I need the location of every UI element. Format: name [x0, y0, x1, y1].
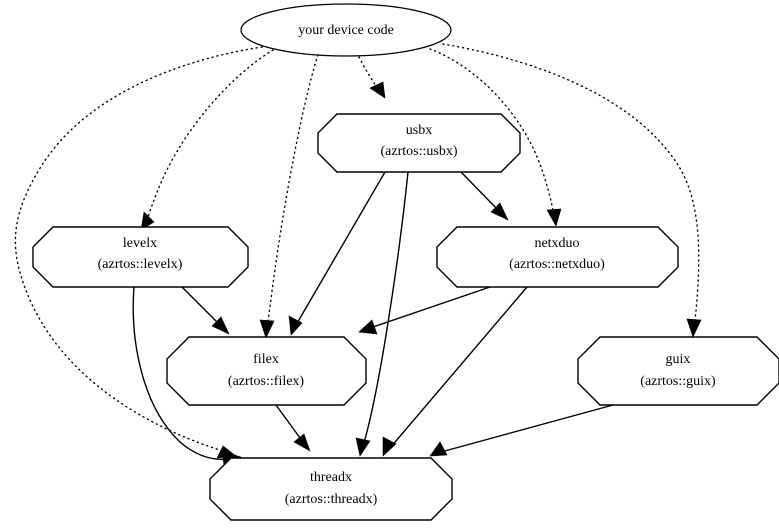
node-label-root-line1: your device code: [298, 23, 394, 38]
edge-netxduo-to-filex: [358, 286, 491, 335]
node-label-filex-line1: filex: [253, 352, 279, 367]
node-label-usbx-line1: usbx: [406, 123, 432, 138]
node-label-threadx-line2: (azrtos::threadx): [285, 492, 378, 507]
edge-usbx-to-filex: [288, 171, 386, 336]
edge-guix-to-threadx: [429, 404, 614, 457]
edge-root-to-guix: [442, 43, 702, 338]
node-guix[interactable]: guix (azrtos::guix): [577, 336, 779, 406]
edge-root-to-usbx: [358, 56, 386, 99]
node-levelx[interactable]: levelx (azrtos::levelx): [32, 226, 249, 288]
node-shape-octagon: [209, 457, 453, 521]
node-label-filex-line2: (azrtos::filex): [228, 374, 305, 389]
edge-levelx-to-filex: [181, 286, 230, 335]
nodes-layer: your device code usbx (azrtos::usbx) lev…: [32, 3, 779, 521]
node-label-usbx-line2: (azrtos::usbx): [381, 144, 458, 159]
node-shape-octagon: [317, 113, 521, 173]
node-label-guix-line2: (azrtos::guix): [640, 374, 716, 389]
node-label-levelx-line1: levelx: [123, 236, 157, 251]
node-label-netxduo-line2: (azrtos::netxduo): [509, 257, 605, 272]
edges-layer: [14, 43, 702, 466]
edge-root-to-filex: [259, 54, 319, 339]
node-label-threadx-line1: threadx: [310, 470, 352, 485]
edge-root-to-levelx: [140, 49, 274, 231]
edge-usbx-to-threadx: [355, 171, 409, 457]
node-threadx[interactable]: threadx (azrtos::threadx): [209, 457, 453, 521]
node-your-device-code[interactable]: your device code: [240, 3, 452, 57]
node-label-netxduo-line1: netxduo: [534, 236, 579, 251]
node-shape-octagon: [577, 336, 779, 406]
node-shape-octagon: [32, 226, 249, 288]
node-usbx[interactable]: usbx (azrtos::usbx): [317, 113, 521, 173]
edge-filex-to-threadx: [275, 404, 311, 452]
node-label-guix-line1: guix: [666, 352, 691, 367]
node-shape-ellipse: [240, 3, 452, 57]
edge-root-to-netxduo: [429, 48, 562, 227]
node-shape-octagon: [166, 336, 367, 406]
node-filex[interactable]: filex (azrtos::filex): [166, 336, 367, 406]
edge-netxduo-to-threadx: [382, 286, 528, 457]
node-shape-octagon: [436, 226, 679, 288]
node-netxduo[interactable]: netxduo (azrtos::netxduo): [436, 226, 679, 288]
node-label-levelx-line2: (azrtos::levelx): [98, 257, 183, 272]
edge-usbx-to-netxduo: [460, 171, 509, 221]
